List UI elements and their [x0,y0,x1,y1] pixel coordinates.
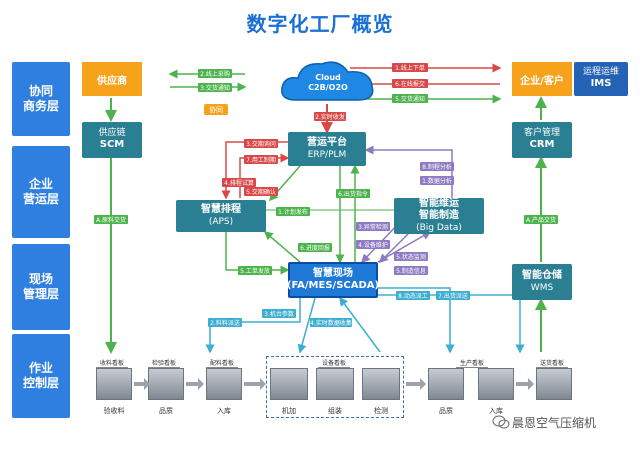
crm-box: 客户管理 CRM [512,122,572,158]
bigdata-box: 智能维运 智能制造 (Big Data) [394,198,484,234]
aps-box: 智慧排程 (APS) [176,200,266,232]
scm-box: 供应链 SCM [82,122,142,158]
tag-work-order: 5.工单发放 [238,266,272,275]
photo-testing [362,368,400,400]
crm-line2: CRM [529,139,555,151]
caption-storage-1: 入库 [217,407,231,415]
erp-line2: ERP/PLM [307,149,347,160]
board-inspection: 检验看板 [148,358,180,368]
scm-line1: 供应链 [98,128,126,139]
bigdata-line3: (Big Data) [416,222,462,233]
tag-online-purchase: 2.线上采购 [198,69,232,78]
photo-delivery-truck [536,368,572,400]
tag-status-monitor: 5.状态监测 [394,252,428,261]
page-title: 数字化工厂概览 [246,12,394,36]
wechat-icon [492,415,510,429]
erp-line1: 营运平台 [307,137,347,149]
layer-control: 作业 控制层 [12,334,70,418]
ims-box: 运程运维 IMS [574,62,628,96]
board-batching: 配料看板 [206,358,238,368]
tag-online-order: 1.线上下单 [392,63,428,72]
tag-incoming-material: A.原料交货 [94,215,128,224]
supplier-box: 供应商 [82,62,142,96]
mes-box: 智慧现场 (FA/MES/SCADA) [286,262,380,298]
tag-product-delivery: A.产品交货 [524,215,558,224]
tag-realtime-collect: 4.实时数据收集 [310,318,352,327]
board-equipment: 设备看板 [318,358,350,368]
crm-line1: 客户管理 [523,128,560,139]
cloud-line2: C2B/O2O [308,83,348,92]
caption-quality-2: 品质 [439,407,453,415]
photo-forklift [96,368,132,400]
flow-arrow-2 [186,378,204,390]
tag-delivery-notice-right: 5.交货通知 [392,94,428,103]
tag-data-analysis: 1.数据分析 [420,176,454,185]
caption-receive: 验收料 [103,407,125,415]
tag-abnormal-check: 3.异常检测 [356,222,390,231]
board-production: 生产看板 [456,358,488,368]
wms-line2: WMS [530,282,554,293]
layer-site: 现场 管理层 [12,244,70,330]
flow-arrow-1 [134,378,150,390]
cloud-line1: Cloud [315,73,341,83]
mes-line2: (FA/MES/SCADA) [286,280,380,291]
caption-quality-1: 品质 [159,407,173,415]
ims-line1: 运程运维 [582,67,619,78]
erp-box: 营运平台 ERP/PLM [288,132,366,166]
photo-assembly [316,368,354,400]
collab-pill: 协同 [204,104,228,115]
tag-ship-order: 6.出货指令 [336,189,370,198]
tag-online-report: 6.在线报交 [392,79,428,88]
tag-material-dispatch: 2.料料派送 [208,318,242,327]
scm-line2: SCM [99,139,125,151]
photo-quality-station [428,368,464,400]
aps-line1: 智慧排程 [201,204,241,216]
watermark-text: 晨恩空气压缩机 [512,416,597,430]
caption-assembly: 组装 [328,407,342,415]
tag-realtime-order: 2.实时收发 [314,112,346,121]
tag-produce-info: 5.制造信息 [394,266,428,275]
customer-box: 企业/客户 [512,62,572,96]
tag-process-analysis: 8.制程分析 [420,162,454,171]
tag-dynamic-dispatch: 8.动态派工 [396,291,430,300]
photo-warehouse-boxes [206,368,242,400]
mes-line1: 智慧现场 [313,267,353,279]
flow-arrow-3 [244,378,266,390]
tag-delivery-notice-left: 3.交货通知 [198,83,232,92]
ims-line2: IMS [590,78,612,90]
wms-line1: 智能仓储 [522,270,562,282]
layer-operation: 企业 营运层 [12,146,70,238]
board-receiving: 收料看板 [96,358,128,368]
caption-machining: 机加 [282,407,296,415]
flow-arrow-4 [406,378,426,390]
equipment-group [266,356,404,418]
caption-testing: 检测 [374,407,388,415]
tag-delivery-confirm: 5.交期确认 [244,187,278,196]
tag-delivery-inquiry: 3.交期询问 [244,139,278,148]
caption-storage-2: 入库 [489,407,503,415]
tag-labor-schedule: 7.用工制期 [244,155,278,164]
bigdata-line2: 智能制造 [419,210,459,222]
tag-progress-report: 6.进度回报 [298,243,332,252]
wms-box: 智能仓储 WMS [512,264,572,300]
cloud-icon [281,61,374,101]
flow-arrow-5 [516,378,534,390]
tag-schedule-trial: 4.排程试算 [222,178,256,187]
photo-storage-rack [478,368,514,400]
aps-line2: (APS) [208,216,234,227]
tag-machine-param: 3.机台参数 [262,309,296,318]
board-delivery: 送货看板 [536,358,568,368]
bigdata-line1: 智能维运 [419,197,459,209]
layer-collab: 协同 商务层 [12,62,70,136]
tag-equip-maintain: 4.设备维护 [356,240,390,249]
photo-cnc-machine [270,368,308,400]
cloud-label: Cloud C2B/O2O [296,68,360,98]
tag-shipment: 7.出货派送 [436,291,470,300]
tag-plan-release: 1.计划发布 [276,207,310,216]
